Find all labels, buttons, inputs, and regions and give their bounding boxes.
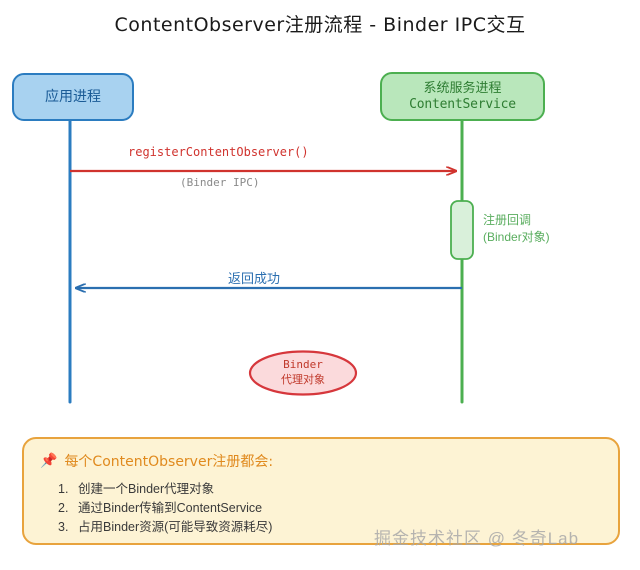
- pushpin-icon: 📌: [40, 453, 58, 469]
- binder-proxy-ellipse: [248, 350, 358, 396]
- activation-bar: [450, 200, 474, 260]
- binder-proxy-line-1: Binder: [283, 358, 323, 371]
- note-list-item: 创建一个Binder代理对象: [58, 480, 215, 499]
- watermark: 掘金技术社区 @ 冬奇Lab: [374, 529, 580, 548]
- note-list-item: 通过Binder传输到ContentService: [58, 499, 263, 518]
- message-label-register: registerContentObserver(): [128, 145, 309, 159]
- note-list-item: 占用Binder资源(可能导致资源耗尽): [58, 518, 273, 537]
- note-box: 📌 每个ContentObserver注册都会: 创建一个Binder代理对象 …: [22, 437, 620, 545]
- message-sublabel-binder-ipc: (Binder IPC): [180, 176, 260, 189]
- participant-app-process[interactable]: 应用进程: [12, 73, 134, 121]
- note-heading-text: 每个ContentObserver注册都会:: [64, 454, 274, 470]
- participant-service-sublabel: ContentService: [409, 96, 516, 112]
- binder-proxy-line-2: 代理对象: [281, 373, 325, 386]
- note-list: 创建一个Binder代理对象 通过Binder传输到ContentService…: [40, 480, 602, 537]
- page-title: ContentObserver注册流程 - Binder IPC交互: [114, 14, 526, 36]
- note-heading: 📌 每个ContentObserver注册都会:: [40, 451, 602, 471]
- binder-proxy-label: Binder 代理对象: [250, 358, 356, 388]
- participant-service-label: 系统服务进程: [423, 80, 502, 96]
- participant-app-label: 应用进程: [45, 88, 101, 105]
- activation-note: 注册回调 (Binder对象): [483, 212, 550, 247]
- message-label-return: 返回成功: [228, 271, 281, 286]
- activation-note-line-2: (Binder对象): [483, 230, 550, 245]
- participant-system-service[interactable]: 系统服务进程 ContentService: [380, 72, 545, 121]
- activation-note-line-1: 注册回调: [483, 213, 532, 227]
